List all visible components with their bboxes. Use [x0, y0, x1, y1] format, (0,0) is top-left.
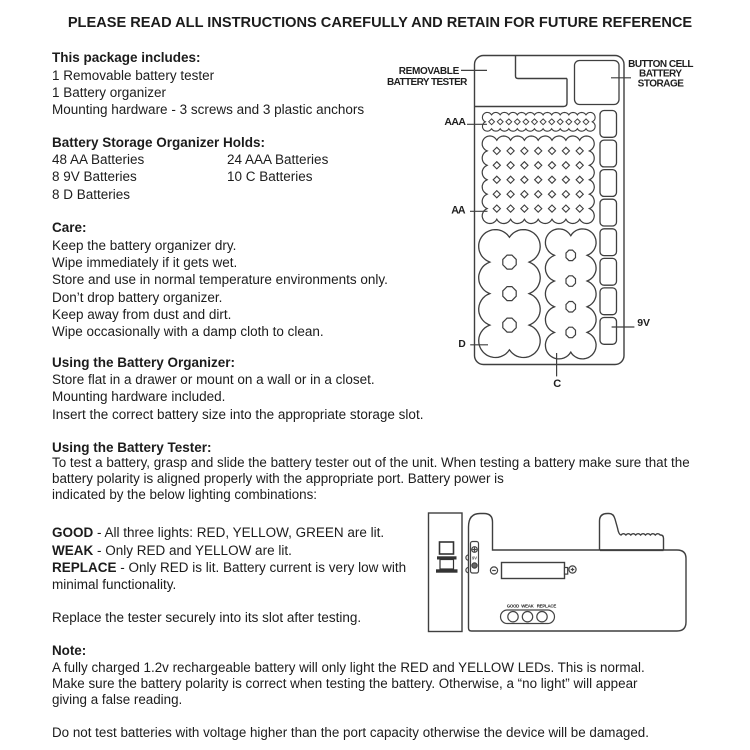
svg-text:BUTTON CELL: BUTTON CELL — [628, 59, 693, 70]
svg-text:9V: 9V — [637, 317, 650, 329]
svg-text:BATTERY: BATTERY — [639, 69, 682, 80]
svg-text:AA: AA — [451, 204, 466, 216]
svg-text:STORAGE: STORAGE — [638, 78, 685, 89]
svg-text:WEAK: WEAK — [521, 603, 534, 608]
svg-text:9V: 9V — [472, 556, 477, 561]
svg-text:REPLACE: REPLACE — [537, 603, 557, 608]
svg-text:D: D — [458, 339, 465, 350]
svg-text:BATTERY TESTER: BATTERY TESTER — [387, 77, 468, 88]
svg-text:GOOD: GOOD — [507, 603, 520, 608]
svg-text:AAA: AAA — [444, 116, 466, 128]
svg-text:REMOVABLE: REMOVABLE — [399, 66, 460, 77]
svg-text:C: C — [553, 378, 561, 390]
